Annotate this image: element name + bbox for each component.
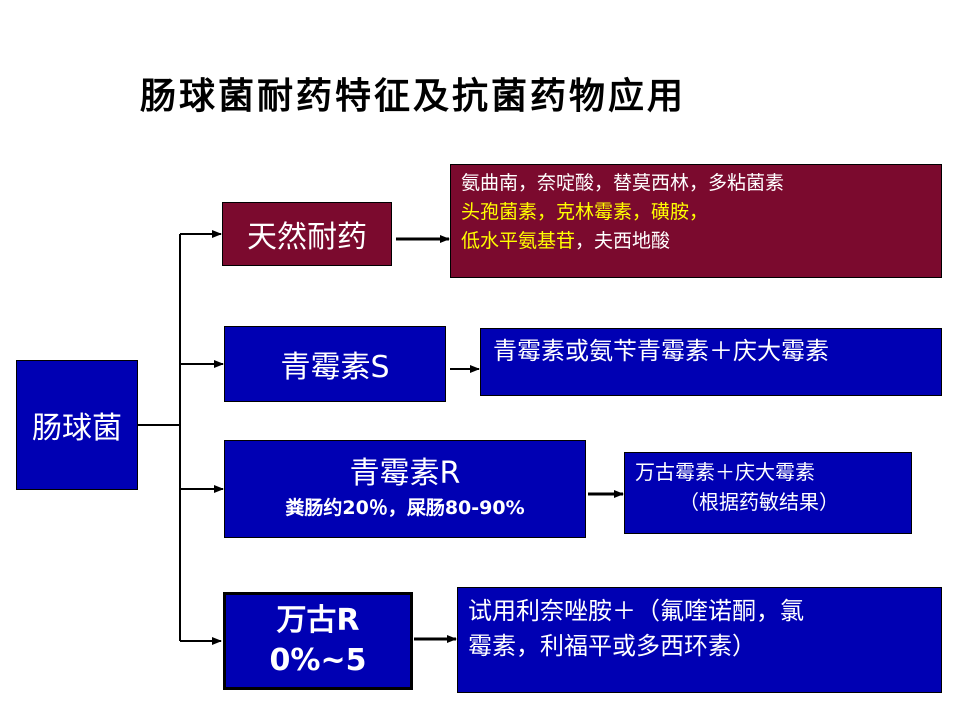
root-label: 肠球菌 xyxy=(32,411,122,446)
detail-segment: 氨曲南，奈啶酸，替莫西林，多粘菌素 xyxy=(461,172,785,194)
detail-line: 氨曲南，奈啶酸，替莫西林，多粘菌素 xyxy=(461,169,931,198)
root-node: 肠球菌 xyxy=(16,360,138,490)
detail-segment-highlight: 头孢菌素，克林霉素，磺胺， xyxy=(461,201,709,223)
branch-sublabel: 粪肠约20％，屎肠80-90% xyxy=(285,497,525,519)
detail-line: （根据药敏结果） xyxy=(679,490,839,514)
branch-label: 青霉素R xyxy=(349,456,461,491)
detail-line: 万古霉素＋庆大霉素 xyxy=(635,460,815,484)
branch-label-line: 0%~5 xyxy=(269,643,367,678)
branch-label: 青霉素S xyxy=(280,350,390,385)
page-title: 肠球菌耐药特征及抗菌药物应用 xyxy=(140,76,687,117)
detail-line: 青霉素或氨苄青霉素＋庆大霉素 xyxy=(493,337,829,365)
branch-label-line: 万古R xyxy=(276,603,360,638)
detail-box-penicillin-s: 青霉素或氨苄青霉素＋庆大霉素 xyxy=(480,328,942,396)
detail-line: 低水平氨基苷，夫西地酸 xyxy=(461,227,931,256)
branch-node-vancomycin-r: 万古R 0%~5 xyxy=(223,592,413,690)
branch-node-natural-resistance: 天然耐药 xyxy=(222,202,392,266)
detail-line: 试用利奈唑胺＋（氟喹诺酮，氯 xyxy=(468,597,804,625)
branch-node-penicillin-r: 青霉素R 粪肠约20％，屎肠80-90% xyxy=(224,440,586,538)
detail-box-natural-resistance: 氨曲南，奈啶酸，替莫西林，多粘菌素 头孢菌素，克林霉素，磺胺， 低水平氨基苷，夫… xyxy=(450,164,942,278)
detail-line: 头孢菌素，克林霉素，磺胺， xyxy=(461,198,931,227)
detail-segment-highlight: 低水平氨基苷 xyxy=(461,230,576,252)
branch-label: 天然耐药 xyxy=(247,220,367,255)
detail-segment: ，夫西地酸 xyxy=(575,230,671,252)
detail-line: 霉素，利福平或多西环素） xyxy=(468,632,756,660)
branch-node-penicillin-s: 青霉素S xyxy=(224,326,446,402)
detail-box-vancomycin-r: 试用利奈唑胺＋（氟喹诺酮，氯 霉素，利福平或多西环素） xyxy=(457,587,942,693)
detail-box-penicillin-r: 万古霉素＋庆大霉素 （根据药敏结果） xyxy=(624,452,912,534)
